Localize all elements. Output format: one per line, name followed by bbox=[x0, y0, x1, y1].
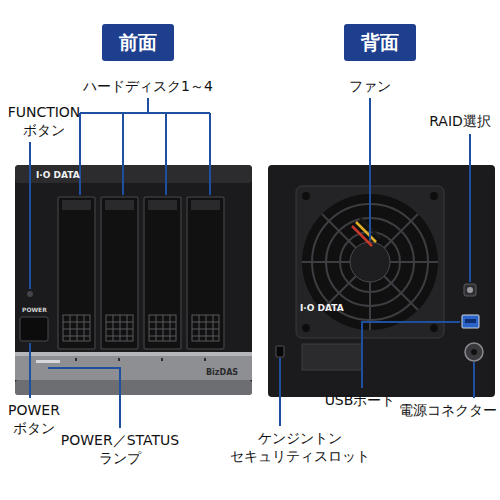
section-header: 背面 bbox=[344, 24, 416, 61]
callout-label: RAID選択 bbox=[422, 113, 498, 131]
callout-label: FUNCTION ボタン bbox=[3, 104, 85, 139]
callout-label: ファン bbox=[335, 78, 405, 96]
callout-label: ケンジントン セキュリティスロット bbox=[224, 430, 376, 465]
device-print: I·O DATA bbox=[300, 304, 344, 313]
device-print: POWER bbox=[22, 307, 47, 313]
callout-label: USBポート bbox=[314, 392, 406, 410]
callout-label: POWER／STATUS ランプ bbox=[51, 432, 189, 467]
device-print: I·O DATA bbox=[36, 171, 80, 180]
callout-label: ハードディスク1～4 bbox=[63, 78, 233, 96]
callout-label: POWER ボタン bbox=[3, 402, 65, 437]
section-header: 前面 bbox=[102, 24, 174, 61]
device-print: BizDAS bbox=[206, 369, 238, 377]
header-text: 背面 bbox=[361, 32, 399, 53]
callout-label: 電源コネクター bbox=[396, 402, 500, 420]
header-text: 前面 bbox=[119, 32, 157, 53]
